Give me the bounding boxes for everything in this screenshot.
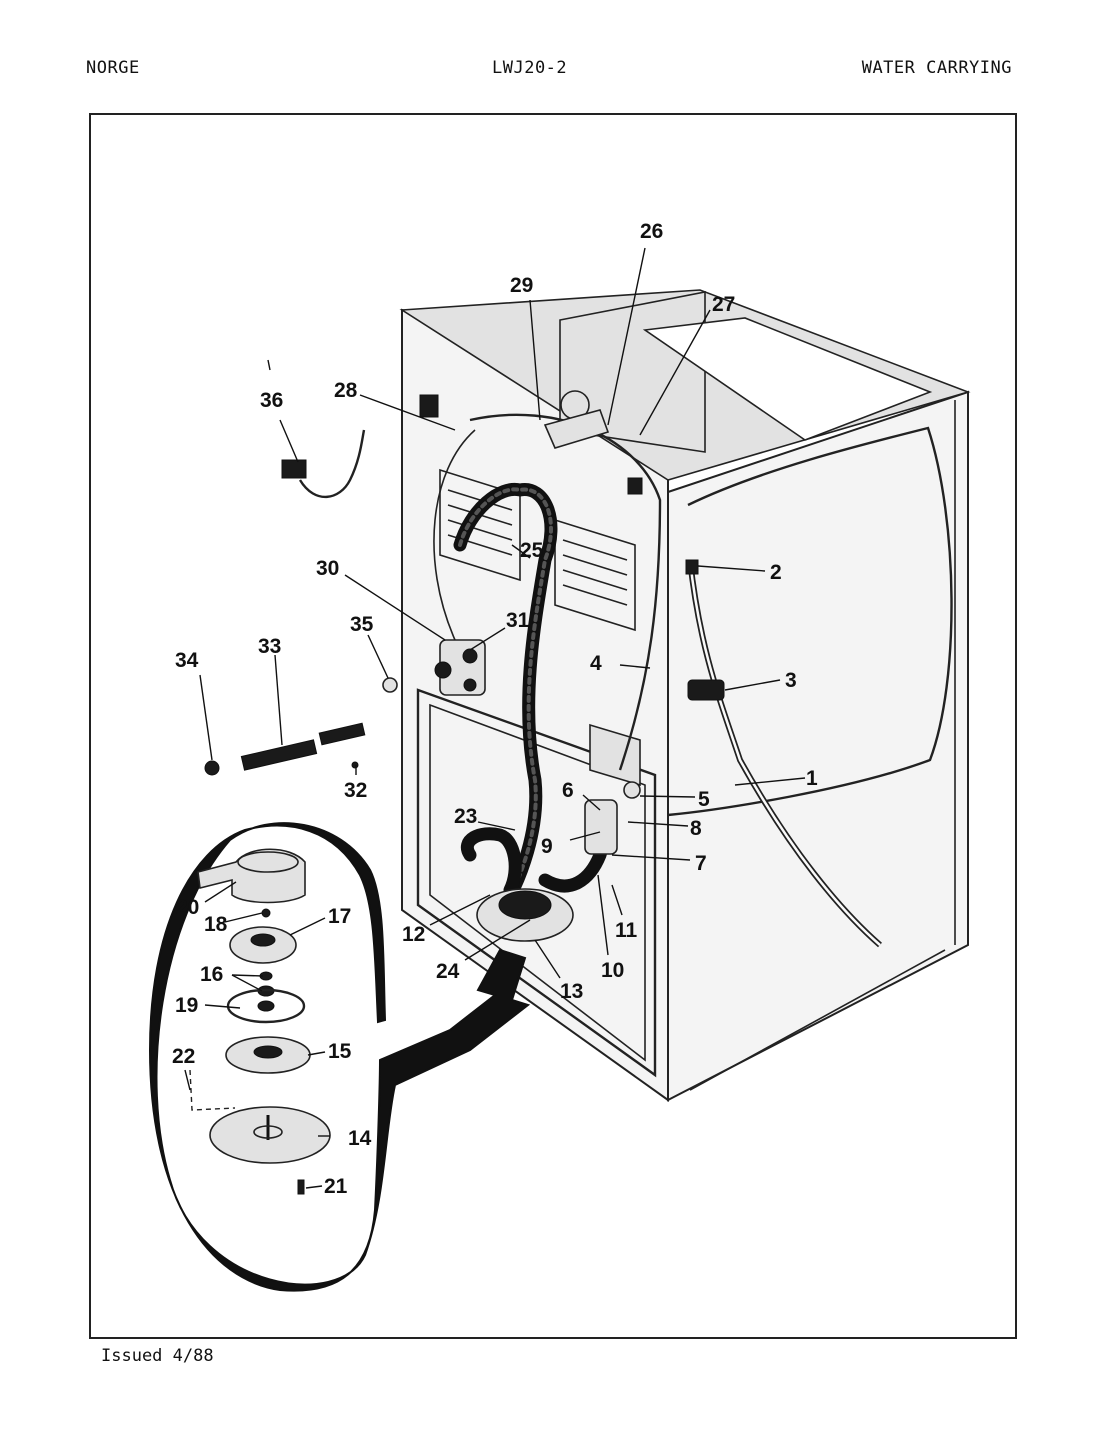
model-number: LWJ20-2	[492, 58, 568, 78]
wire-harness	[469, 413, 662, 771]
callout-10: 10	[601, 959, 624, 982]
callout-3: 3	[785, 669, 797, 692]
callout-8: 8	[690, 817, 702, 840]
callout-25: 25	[520, 539, 544, 562]
inlet-hose-parts	[204, 677, 398, 776]
callout-28: 28	[334, 379, 358, 402]
callout-13: 13	[560, 980, 583, 1003]
callout-26: 26	[640, 220, 663, 243]
back-vents	[439, 468, 636, 632]
callout-21: 21	[324, 1175, 348, 1198]
pressure-switch	[584, 799, 618, 855]
callout-31: 31	[506, 609, 530, 632]
lower-access-panel	[416, 688, 657, 1078]
clamp-5	[623, 781, 641, 799]
pump-inlet-hose	[461, 827, 522, 897]
callout-2: 2	[770, 561, 782, 584]
callout-19: 19	[175, 994, 198, 1017]
power-plug	[281, 459, 307, 479]
cabinet-side-panel	[667, 390, 969, 1102]
callout-15: 15	[328, 1040, 352, 1063]
pump-seal	[261, 908, 271, 918]
tub-outline	[667, 426, 953, 817]
back-bracket	[589, 723, 641, 787]
callout-11: 11	[615, 919, 638, 942]
diagram-frame	[89, 113, 1017, 1339]
callout-33: 33	[258, 635, 281, 658]
callout-22: 22	[172, 1045, 195, 1068]
pump-housing	[197, 848, 306, 904]
callout-34: 34	[175, 649, 199, 672]
pump-base-plate	[209, 1106, 331, 1164]
power-cord	[298, 429, 366, 499]
screw-32	[351, 761, 359, 769]
callout-17: 17	[328, 905, 351, 928]
screen-washer	[382, 677, 398, 693]
callout-18: 18	[204, 913, 228, 936]
callout-7: 7	[695, 852, 707, 875]
pump-gasket	[226, 988, 306, 1024]
callout-29: 29	[510, 274, 533, 297]
hose-clip	[687, 679, 725, 701]
callout-4: 4	[590, 652, 602, 675]
hose-clamp	[685, 559, 699, 575]
lid-opening	[642, 317, 933, 441]
callout-27: 27	[712, 293, 735, 316]
section-title: WATER CARRYING	[861, 58, 1012, 78]
callout-23: 23	[454, 805, 477, 828]
brand-label: NORGE	[86, 58, 140, 78]
callout-9: 9	[541, 835, 553, 858]
mixing-valve	[434, 639, 486, 696]
callout-36: 36	[260, 389, 283, 412]
leader-lines	[184, 247, 806, 1189]
callout-6: 6	[562, 779, 574, 802]
exploded-view-bubble	[148, 822, 531, 1292]
callout-16: 16	[200, 963, 223, 986]
callout-20: 20	[176, 896, 199, 919]
mounting-bracket	[543, 409, 610, 449]
callout-30: 30	[316, 557, 339, 580]
hose-washer	[204, 760, 220, 776]
issue-date: Issued 4/88	[101, 1346, 214, 1366]
callout-labels: 1 2 3 4 5 6 7 8 9 10 11 12 13 14 15 16 1…	[172, 220, 818, 1198]
pump-exploded-parts	[189, 848, 331, 1195]
callout-14: 14	[348, 1127, 372, 1150]
callout-24: 24	[436, 960, 460, 983]
callout-12: 12	[402, 923, 425, 946]
top-clip	[419, 394, 439, 418]
callout-5: 5	[698, 788, 710, 811]
inlet-hose-fitting	[240, 739, 318, 771]
callout-1: 1	[806, 767, 818, 790]
callout-32: 32	[344, 779, 367, 802]
callout-35: 35	[350, 613, 374, 636]
base-screw	[297, 1179, 305, 1195]
